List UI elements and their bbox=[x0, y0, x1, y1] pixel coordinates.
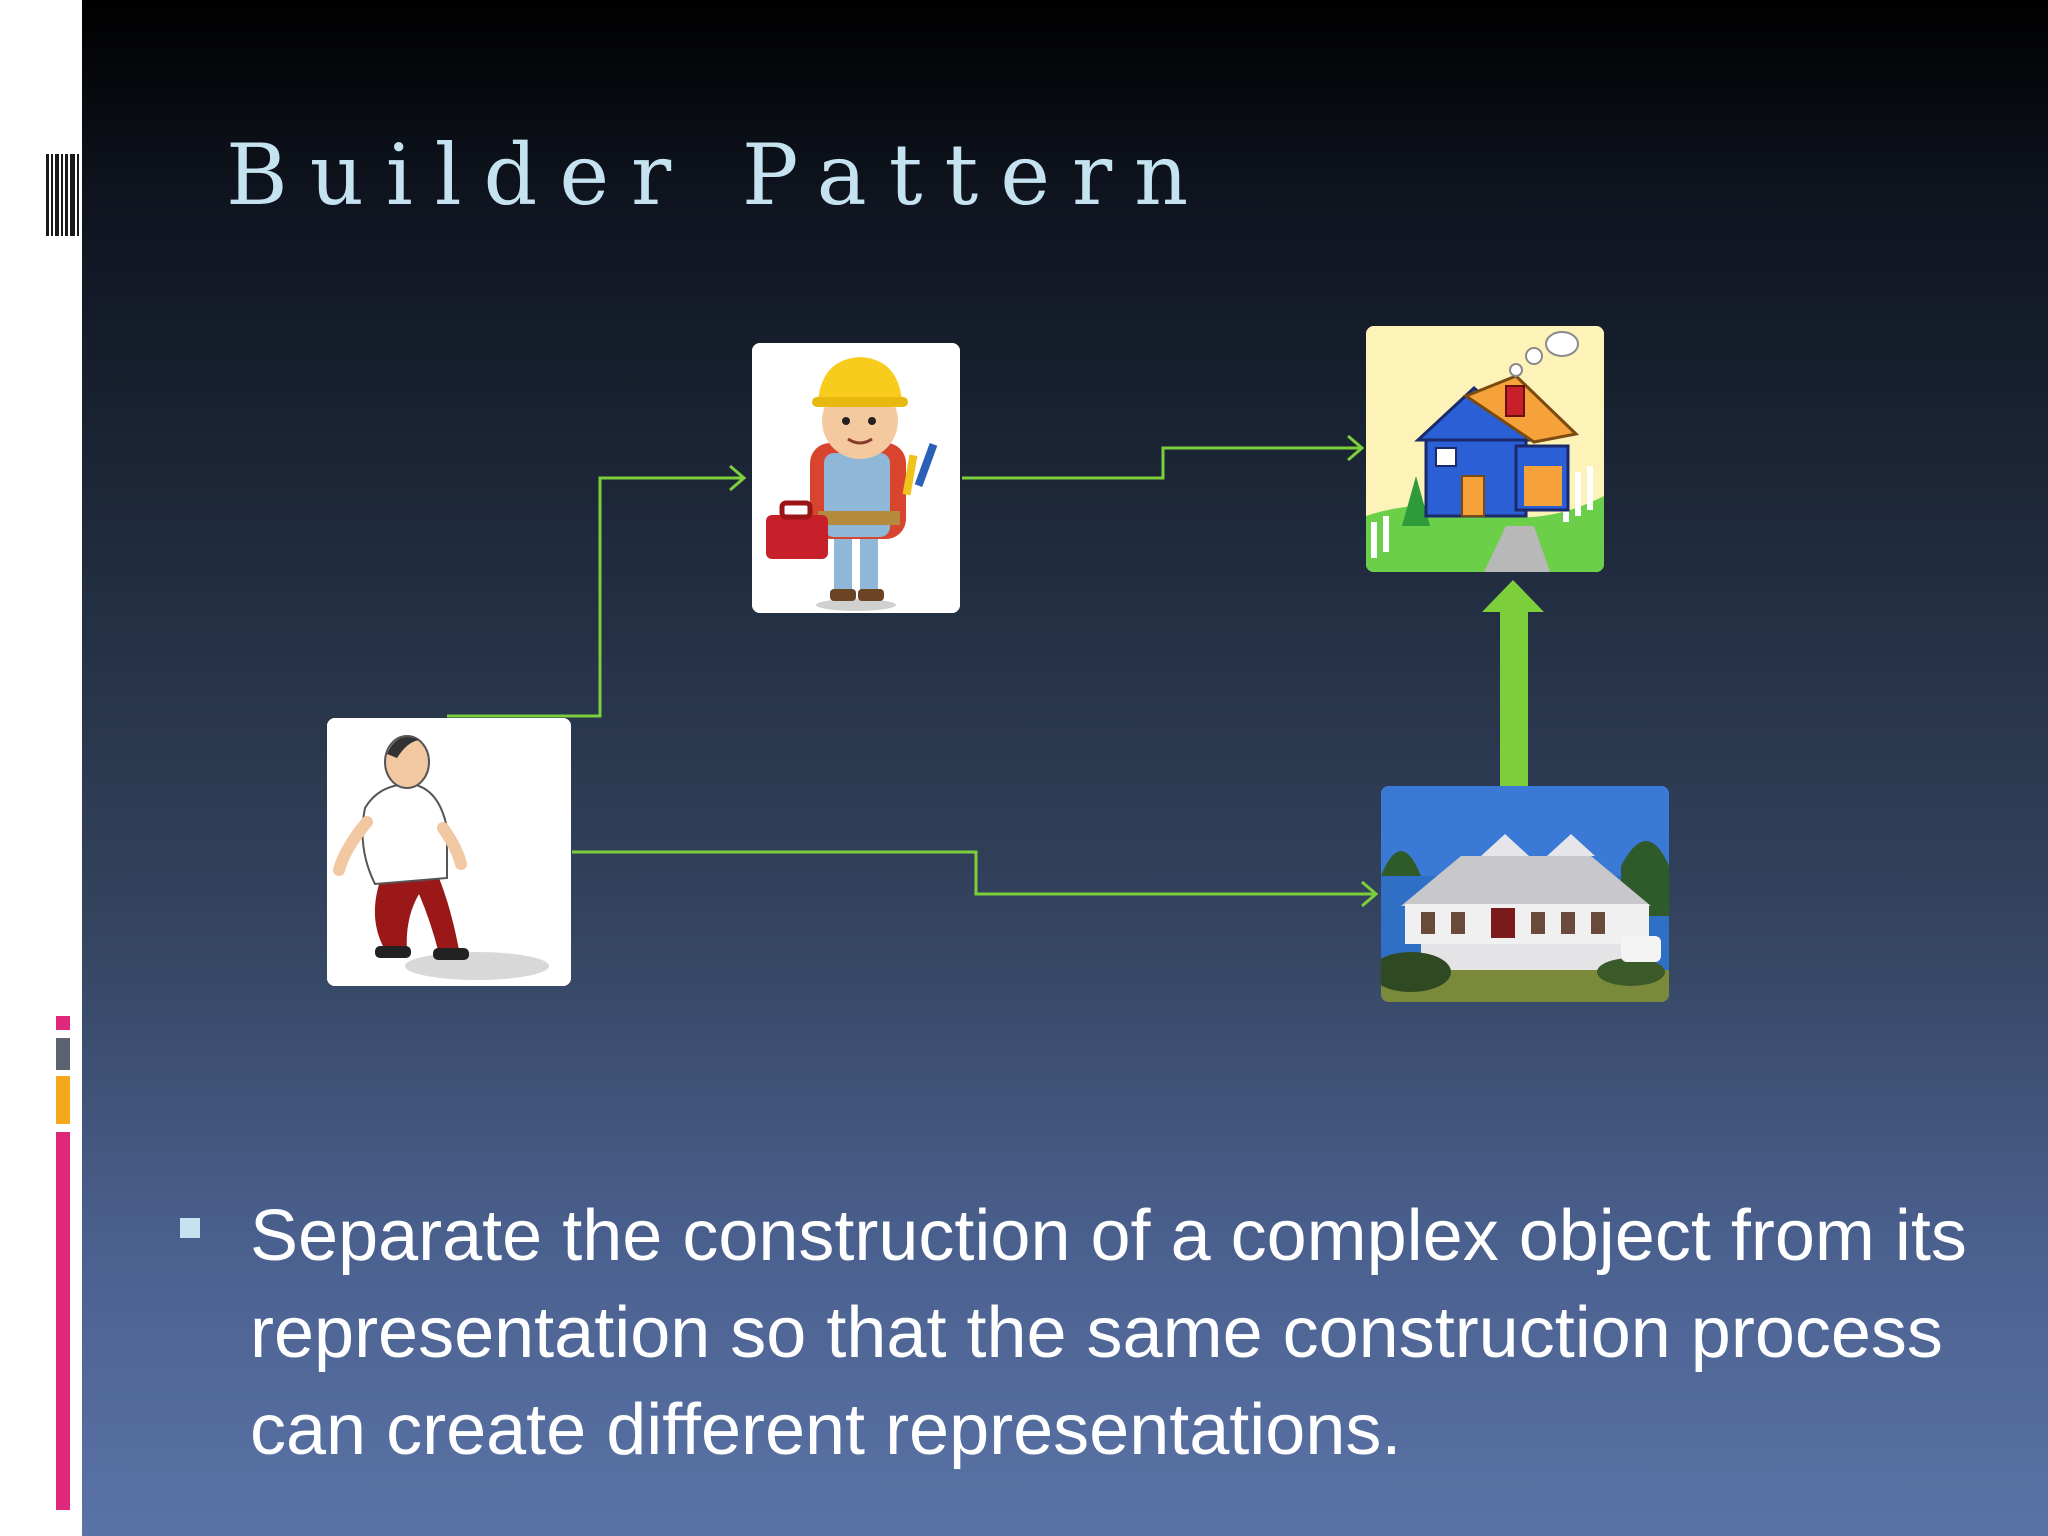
connector-client-to-real-house bbox=[572, 850, 1376, 896]
bullet-text: Separate the construction of a complex o… bbox=[250, 1196, 1967, 1470]
accent-stripe-pink bbox=[56, 1132, 70, 1510]
arrowhead-real-house bbox=[1361, 880, 1379, 908]
arrowhead-simple-house bbox=[1347, 434, 1365, 462]
arrowhead-builder bbox=[729, 464, 747, 492]
diagram-connectors bbox=[447, 434, 1544, 908]
accent-stripe-pink-top bbox=[56, 1016, 70, 1030]
builder-icon bbox=[752, 343, 960, 613]
house-photo-icon bbox=[1381, 786, 1669, 1002]
barcode-decoration bbox=[46, 154, 82, 236]
connector-builder-to-house bbox=[962, 446, 1362, 480]
client-image bbox=[327, 718, 571, 986]
slide: Builder Pattern bbox=[82, 0, 2048, 1536]
accent-stripe-grey bbox=[56, 1038, 70, 1070]
builder-image bbox=[752, 343, 960, 613]
left-margin bbox=[0, 0, 82, 1536]
real-house-image bbox=[1381, 786, 1669, 1002]
slide-title: Builder Pattern bbox=[226, 126, 1211, 224]
accent-stripe-orange bbox=[56, 1076, 70, 1124]
bullet-icon bbox=[180, 1218, 200, 1238]
connector-client-to-builder bbox=[447, 476, 744, 718]
client-icon bbox=[327, 718, 571, 986]
cartoon-house-icon bbox=[1366, 326, 1604, 572]
thick-arrow-up bbox=[1482, 580, 1544, 790]
simple-house-image bbox=[1366, 326, 1604, 572]
